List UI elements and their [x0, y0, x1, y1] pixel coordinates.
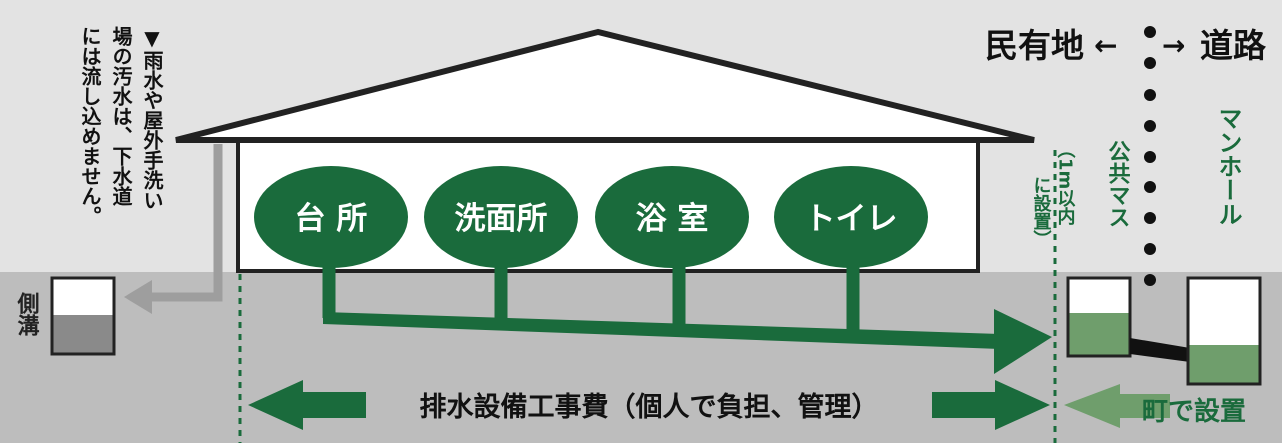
rain-pipe-arrowhead — [124, 280, 152, 314]
left-arrow-icon: ← — [1094, 29, 1117, 62]
boundary-dot — [1144, 181, 1156, 193]
boundary-dot — [1144, 26, 1156, 38]
room-washroom: 洗面所 — [424, 166, 578, 268]
boundary-header: 民有地 ← → 道路 — [985, 26, 1267, 65]
public-basin-note-2: に設置） — [1031, 176, 1052, 248]
boundary-dot — [1144, 151, 1156, 163]
rain-pipe — [150, 144, 223, 302]
boundary-dot — [1144, 243, 1156, 255]
note-line-1: ▼雨水や屋外手洗い — [140, 26, 164, 210]
town-label: 町で設置 — [1142, 396, 1246, 427]
room-label: 洗面所 — [455, 201, 548, 237]
private-land-label: 民有地 — [985, 26, 1084, 65]
manhole-label: マンホール — [1214, 106, 1242, 226]
boundary-dot — [1144, 57, 1156, 69]
town-arrow — [1064, 384, 1170, 428]
sewer-connection-pipe — [1130, 338, 1190, 362]
boundary-dot — [1144, 274, 1156, 286]
house-roof — [175, 28, 1035, 143]
road-label: 道路 — [1200, 26, 1267, 65]
boundary-dots — [1144, 26, 1156, 286]
side-ditch-label: 側溝 — [14, 292, 41, 336]
manhole-water — [1189, 345, 1259, 383]
right-arrow-icon: → — [1162, 29, 1185, 62]
note-line-3: には流し込めません。 — [78, 26, 102, 226]
boundary-dot — [1144, 89, 1156, 101]
side-ditch-water — [53, 315, 113, 353]
boundary-dot — [1144, 120, 1156, 132]
public-basin-note-1: （1m以内 — [1055, 140, 1076, 226]
room-label: 浴 室 — [636, 201, 709, 237]
cost-arrow-right — [932, 380, 1050, 430]
rainwater-note: ▼雨水や屋外手洗い 場の汚水は、下水道 には流し込めません。 — [78, 26, 164, 226]
main-drain-arrowhead — [994, 309, 1052, 374]
room-toilet: トイレ — [774, 166, 928, 268]
cost-arrow-left — [248, 380, 366, 430]
room-label: トイレ — [805, 201, 898, 237]
main-drain-pipe — [323, 312, 1000, 349]
public-basin-water — [1069, 313, 1129, 355]
note-line-2: 場の汚水は、下水道 — [109, 26, 133, 206]
room-kitchen: 台 所 — [254, 166, 408, 268]
cost-label: 排水設備工事費（個人で負担、管理） — [420, 391, 879, 423]
room-bathroom: 浴 室 — [595, 166, 749, 268]
boundary-dot — [1144, 212, 1156, 224]
room-label: 台 所 — [295, 201, 368, 237]
public-basin-label: 公共マス — [1105, 140, 1131, 228]
